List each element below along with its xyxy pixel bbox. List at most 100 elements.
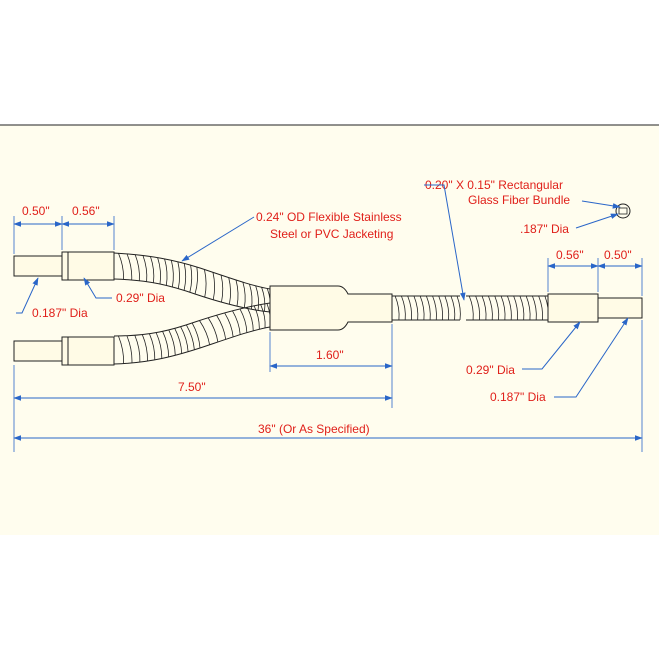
jacket-coil bbox=[407, 295, 413, 321]
jacket-coil bbox=[239, 308, 248, 333]
right-dim-0-56-label: 0.56" bbox=[556, 248, 584, 262]
jacket-coil bbox=[525, 295, 531, 321]
main-hose-right-segment bbox=[466, 295, 549, 321]
jacket-coil bbox=[150, 256, 155, 283]
jacket-coil bbox=[228, 277, 231, 305]
left-top-dimensions bbox=[13, 216, 115, 254]
jacket-coil bbox=[450, 295, 456, 321]
right-termination bbox=[547, 293, 643, 323]
left-termination-top bbox=[13, 251, 115, 281]
jacket-callout-line2: Steel or PVC Jacketing bbox=[270, 227, 393, 241]
bundle-callout-line1: 0.20" X 0.15" Rectangular bbox=[425, 178, 563, 192]
jacket-coil bbox=[261, 287, 266, 312]
jacket-coil bbox=[444, 295, 450, 321]
jacket-coil bbox=[519, 295, 525, 321]
jacket-coil bbox=[488, 295, 493, 321]
right-ferrule-dia-label: 0.29" Dia bbox=[466, 363, 515, 377]
jacket-coil bbox=[475, 295, 481, 321]
right-ferrule-dia-leader bbox=[522, 321, 581, 370]
left-dim-0-56-label: 0.56" bbox=[72, 204, 100, 218]
right-top-dimensions bbox=[547, 258, 643, 296]
bundle-dia-leader bbox=[575, 213, 619, 229]
jacket-coil bbox=[401, 295, 406, 321]
jacket-coil bbox=[507, 295, 512, 321]
jacket-coil bbox=[255, 285, 259, 311]
jacket-coil bbox=[155, 332, 163, 359]
jacket-coil bbox=[183, 263, 187, 291]
jacket-coil bbox=[134, 335, 141, 363]
jacket-coil bbox=[513, 295, 519, 321]
jacket-coil bbox=[180, 326, 189, 352]
jacket-coil bbox=[149, 333, 156, 360]
jacket-coil bbox=[199, 320, 211, 345]
left-ferrule-dia-leader bbox=[83, 277, 112, 299]
jacket-coil bbox=[481, 295, 487, 321]
jacket-coil bbox=[220, 274, 224, 303]
jacket-coil bbox=[134, 254, 140, 281]
left-tip-dia-leader bbox=[16, 277, 39, 314]
jacket-coil bbox=[253, 305, 260, 330]
jacket-coil bbox=[177, 261, 180, 289]
jacket-coil bbox=[232, 310, 241, 335]
jacket-coil bbox=[394, 295, 400, 321]
bundle-leader-to-end-view bbox=[581, 200, 621, 209]
jacket-coil bbox=[162, 331, 170, 357]
jacket-coil bbox=[189, 265, 193, 293]
jacket-coil bbox=[168, 329, 176, 356]
jacket-coil bbox=[494, 295, 500, 321]
jacket-leader bbox=[181, 216, 255, 262]
bundle-dia-label: .187" Dia bbox=[520, 222, 569, 236]
jacket-coil bbox=[532, 295, 537, 321]
jacket-coil bbox=[538, 295, 543, 321]
jacket-coil bbox=[413, 295, 419, 321]
jacket-coil bbox=[216, 315, 227, 340]
upper-branch-hose bbox=[113, 252, 271, 313]
bundle-callout-line2: Glass Fiber Bundle bbox=[468, 193, 570, 207]
jacket-callout-line1: 0.24" OD Flexible Stainless bbox=[256, 210, 402, 224]
left-ferrule-dia-label: 0.29" Dia bbox=[116, 291, 165, 305]
jacket-coil bbox=[432, 295, 437, 321]
jacket-coil bbox=[118, 335, 125, 364]
jacket-coil bbox=[118, 253, 124, 280]
main-hose-left-segment bbox=[392, 295, 461, 321]
jacket-coil bbox=[204, 269, 207, 298]
jacket-coil bbox=[419, 295, 425, 321]
left-termination-bottom bbox=[13, 336, 115, 366]
jacket-coil bbox=[246, 307, 254, 331]
jacket-coil bbox=[224, 312, 234, 337]
jacket-coil bbox=[249, 284, 253, 310]
jacket-coil bbox=[194, 266, 198, 295]
bundle-end-view bbox=[615, 203, 631, 219]
jacket-coil bbox=[174, 328, 183, 354]
left-dim-0-50-label: 0.50" bbox=[22, 204, 50, 218]
breakout-dimension bbox=[269, 324, 393, 408]
breakout-body bbox=[269, 285, 393, 331]
jacket-coil bbox=[468, 295, 474, 321]
jacket-coil bbox=[191, 322, 201, 349]
right-tip-dia-leader bbox=[554, 317, 629, 398]
jacket-coil bbox=[186, 324, 195, 350]
jacket-coil bbox=[500, 295, 506, 321]
jacket-coil bbox=[126, 335, 133, 363]
overall-length-label: 36" (Or As Specified) bbox=[258, 422, 370, 436]
left-tip-dia-label: 0.187" Dia bbox=[32, 306, 88, 320]
lower-branch-hose bbox=[113, 302, 271, 365]
right-tip-dia-label: 0.187" Dia bbox=[490, 390, 546, 404]
jacket-coil bbox=[157, 257, 161, 285]
overall-dimension bbox=[13, 320, 643, 452]
jacket-coil bbox=[141, 334, 148, 362]
jacket-coil bbox=[126, 253, 133, 280]
jacket-coil bbox=[212, 272, 216, 300]
breakout-length-label: 1.60" bbox=[316, 348, 344, 362]
right-dim-0-50-label: 0.50" bbox=[604, 248, 632, 262]
branch-length-label: 7.50" bbox=[178, 380, 206, 394]
jacket-coil bbox=[242, 282, 246, 308]
jacket-coil bbox=[456, 295, 461, 321]
jacket-coil bbox=[438, 295, 444, 321]
jacket-coil bbox=[207, 317, 219, 343]
jacket-coil bbox=[235, 279, 239, 307]
jacket-coil bbox=[164, 258, 168, 286]
jacket-coil bbox=[260, 304, 266, 328]
bundle-leader-to-hose bbox=[424, 184, 466, 301]
